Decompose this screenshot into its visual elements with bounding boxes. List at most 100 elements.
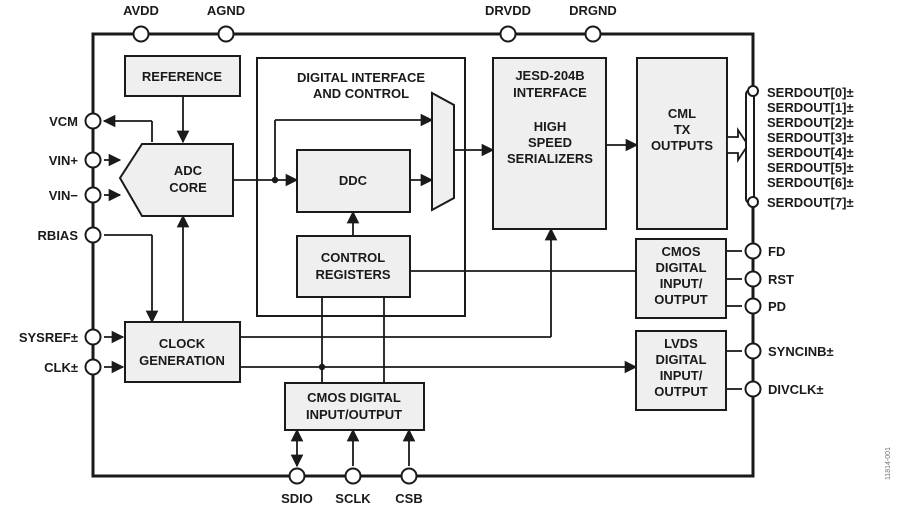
svg-text:GENERATION: GENERATION bbox=[139, 353, 225, 368]
svg-text:INPUT/OUTPUT: INPUT/OUTPUT bbox=[306, 407, 402, 422]
jesd-label-4: SPEED bbox=[528, 135, 572, 150]
pin-label-serdout-7: SERDOUT[7]± bbox=[767, 195, 854, 210]
digital-interface-block: DIGITAL INTERFACE AND CONTROL bbox=[256, 57, 466, 317]
svg-text:ADC: ADC bbox=[174, 163, 203, 178]
cml-block: CML TX OUTPUTS bbox=[636, 57, 728, 230]
pin-label-serdout-1: SERDOUT[1]± bbox=[767, 100, 854, 115]
pin-label-serdout-5: SERDOUT[5]± bbox=[767, 160, 854, 175]
svg-text:SDIO: SDIO bbox=[281, 491, 313, 506]
cmos-io-right-label-3: INPUT/ bbox=[660, 276, 703, 291]
svg-text:DDC: DDC bbox=[339, 173, 368, 188]
pin-label-csb: CSB bbox=[395, 491, 422, 506]
pin-label-avdd: AVDD bbox=[123, 3, 159, 18]
figure-id-text: 11814-001 bbox=[885, 447, 892, 480]
pin-label-agnd: AGND bbox=[207, 3, 245, 18]
pin-label-pd: PD bbox=[768, 299, 786, 314]
junction-dot bbox=[318, 363, 326, 371]
pin-label-vin-plus: VIN+ bbox=[49, 153, 79, 168]
svg-text:CONTROL: CONTROL bbox=[321, 250, 385, 265]
svg-text:SERIALIZERS: SERIALIZERS bbox=[507, 151, 593, 166]
digital-interface-label-2: AND CONTROL bbox=[313, 86, 409, 101]
lvds-right-pins: SYNCINB± DIVCLK± bbox=[744, 342, 834, 398]
digital-interface-label-1: DIGITAL INTERFACE bbox=[297, 70, 425, 85]
svg-text:SPEED: SPEED bbox=[528, 135, 572, 150]
svg-text:SERDOUT[7]±: SERDOUT[7]± bbox=[767, 195, 854, 210]
svg-text:DIGITAL INTERFACE: DIGITAL INTERFACE bbox=[297, 70, 425, 85]
reference-label: REFERENCE bbox=[142, 69, 223, 84]
svg-text:SERDOUT[5]±: SERDOUT[5]± bbox=[767, 160, 854, 175]
control-registers-label-2: REGISTERS bbox=[315, 267, 390, 282]
bottom-pins: SDIO SCLK CSB bbox=[281, 467, 423, 506]
cmos-right-pins: FD RST PD bbox=[744, 242, 794, 315]
clock-generation-label-1: CLOCK bbox=[159, 336, 206, 351]
svg-text:OUTPUT: OUTPUT bbox=[654, 292, 708, 307]
jesd-block: JESD-204B INTERFACE HIGH SPEED SERIALIZE… bbox=[492, 57, 607, 230]
svg-text:SCLK: SCLK bbox=[335, 491, 371, 506]
pin-label-drgnd: DRGND bbox=[569, 3, 617, 18]
serdout-bus bbox=[745, 89, 755, 204]
pin-label-sysref: SYSREF± bbox=[19, 330, 78, 345]
jesd-label-3: HIGH bbox=[534, 119, 567, 134]
svg-text:DIGITAL: DIGITAL bbox=[655, 352, 706, 367]
svg-text:OUTPUT: OUTPUT bbox=[654, 384, 708, 399]
svg-text:RST: RST bbox=[768, 272, 794, 287]
cmos-io-right-label-4: OUTPUT bbox=[654, 292, 708, 307]
svg-text:SERDOUT[6]±: SERDOUT[6]± bbox=[767, 175, 854, 190]
pin-label-vcm: VCM bbox=[49, 114, 78, 129]
svg-text:DRVDD: DRVDD bbox=[485, 3, 531, 18]
cml-label-3: OUTPUTS bbox=[651, 138, 713, 153]
pin-label-serdout-3: SERDOUT[3]± bbox=[767, 130, 854, 145]
figure-id: 11814-001 bbox=[885, 447, 892, 480]
top-pins: AVDD AGND DRVDD DRGND bbox=[123, 3, 617, 43]
control-registers-label-1: CONTROL bbox=[321, 250, 385, 265]
svg-text:REGISTERS: REGISTERS bbox=[315, 267, 390, 282]
control-registers-block: CONTROL REGISTERS bbox=[296, 235, 411, 298]
svg-text:PD: PD bbox=[768, 299, 786, 314]
pin-label-divclk: DIVCLK± bbox=[768, 382, 824, 397]
svg-text:CLK±: CLK± bbox=[44, 360, 78, 375]
svg-text:OUTPUTS: OUTPUTS bbox=[651, 138, 713, 153]
adc-core-label-2: CORE bbox=[169, 180, 207, 195]
cmos-io-right-label-2: DIGITAL bbox=[655, 260, 706, 275]
svg-text:HIGH: HIGH bbox=[534, 119, 567, 134]
svg-text:SYSREF±: SYSREF± bbox=[19, 330, 78, 345]
cmos-io-right-block: CMOS DIGITAL INPUT/ OUTPUT bbox=[635, 238, 727, 319]
svg-text:INTERFACE: INTERFACE bbox=[513, 85, 587, 100]
pin-label-clk: CLK± bbox=[44, 360, 78, 375]
pin-label-vin-minus: VIN− bbox=[49, 188, 79, 203]
svg-text:VIN−: VIN− bbox=[49, 188, 79, 203]
svg-text:VIN+: VIN+ bbox=[49, 153, 79, 168]
svg-text:CSB: CSB bbox=[395, 491, 422, 506]
svg-text:SYNCINB±: SYNCINB± bbox=[768, 344, 834, 359]
cmos-io-bottom-label-2: INPUT/OUTPUT bbox=[306, 407, 402, 422]
svg-text:SERDOUT[4]±: SERDOUT[4]± bbox=[767, 145, 854, 160]
pin-label-rbias: RBIAS bbox=[38, 228, 79, 243]
pin-label-serdout-4: SERDOUT[4]± bbox=[767, 145, 854, 160]
pin-label-serdout-0: SERDOUT[0]± bbox=[767, 85, 854, 100]
lvds-io-block: LVDS DIGITAL INPUT/ OUTPUT bbox=[635, 330, 727, 411]
pin-label-serdout-6: SERDOUT[6]± bbox=[767, 175, 854, 190]
svg-text:FD: FD bbox=[768, 244, 785, 259]
adc-core-block: ADC CORE bbox=[118, 143, 234, 217]
svg-text:CMOS DIGITAL: CMOS DIGITAL bbox=[307, 390, 401, 405]
adc-core-label-1: ADC bbox=[174, 163, 203, 178]
svg-text:DIVCLK±: DIVCLK± bbox=[768, 382, 824, 397]
svg-text:CMOS: CMOS bbox=[662, 244, 701, 259]
svg-text:INPUT/: INPUT/ bbox=[660, 276, 703, 291]
cml-label-2: TX bbox=[674, 122, 691, 137]
svg-text:SERDOUT[1]±: SERDOUT[1]± bbox=[767, 100, 854, 115]
jesd-label-1: JESD-204B bbox=[515, 68, 584, 83]
svg-text:SERDOUT[3]±: SERDOUT[3]± bbox=[767, 130, 854, 145]
svg-text:SERDOUT[2]±: SERDOUT[2]± bbox=[767, 115, 854, 130]
svg-text:DRGND: DRGND bbox=[569, 3, 617, 18]
svg-text:RBIAS: RBIAS bbox=[38, 228, 79, 243]
svg-text:AVDD: AVDD bbox=[123, 3, 159, 18]
cmos-io-bottom-block: CMOS DIGITAL INPUT/OUTPUT bbox=[284, 382, 425, 431]
cmos-io-right-label-1: CMOS bbox=[662, 244, 701, 259]
ddc-block: DDC bbox=[296, 149, 411, 213]
svg-text:AGND: AGND bbox=[207, 3, 245, 18]
ddc-label: DDC bbox=[339, 173, 368, 188]
reference-block: REFERENCE bbox=[124, 55, 241, 97]
svg-text:INPUT/: INPUT/ bbox=[660, 368, 703, 383]
